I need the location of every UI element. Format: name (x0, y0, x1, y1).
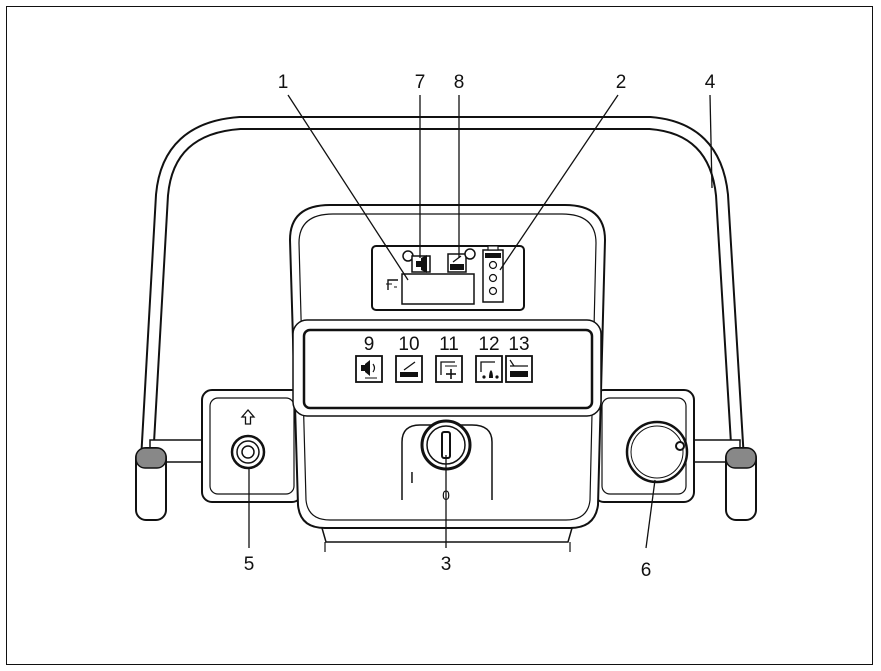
water-increase-icon[interactable] (435, 355, 463, 383)
left-round-button[interactable] (230, 434, 266, 470)
rotary-knob[interactable] (625, 420, 689, 484)
key-switch[interactable] (420, 419, 472, 471)
water-level-icon (386, 279, 398, 290)
brush-pressure-icon[interactable] (395, 355, 423, 383)
callout-9: 9 (364, 334, 375, 355)
position-dot-icon (675, 441, 685, 451)
callout-1: 1 (278, 72, 289, 93)
key-switch-on-mark: I (410, 470, 414, 487)
brush-indicator-icon (447, 248, 476, 273)
horn-indicator-icon (402, 250, 431, 273)
handle-bar (140, 116, 745, 467)
callout-7: 7 (415, 72, 426, 93)
horn-icon[interactable] (355, 355, 383, 383)
brush-deck-icon[interactable] (505, 355, 533, 383)
callout-6: 6 (641, 560, 652, 581)
callout-2: 2 (616, 72, 627, 93)
callout-13: 13 (508, 334, 529, 355)
callout-12: 12 (478, 334, 499, 355)
diagram-frame (6, 6, 873, 665)
up-arrow-icon (240, 409, 256, 425)
leader-lines (248, 94, 713, 549)
battery-level-icon (482, 245, 504, 303)
callout-11: 11 (439, 334, 459, 355)
callout-8: 8 (454, 72, 465, 93)
handle-mounts (135, 439, 757, 521)
callout-10: 10 (398, 334, 419, 355)
callout-3: 3 (441, 554, 452, 575)
water-detergent-icon[interactable] (475, 355, 503, 383)
callout-4: 4 (705, 72, 716, 93)
callout-5: 5 (244, 554, 255, 575)
